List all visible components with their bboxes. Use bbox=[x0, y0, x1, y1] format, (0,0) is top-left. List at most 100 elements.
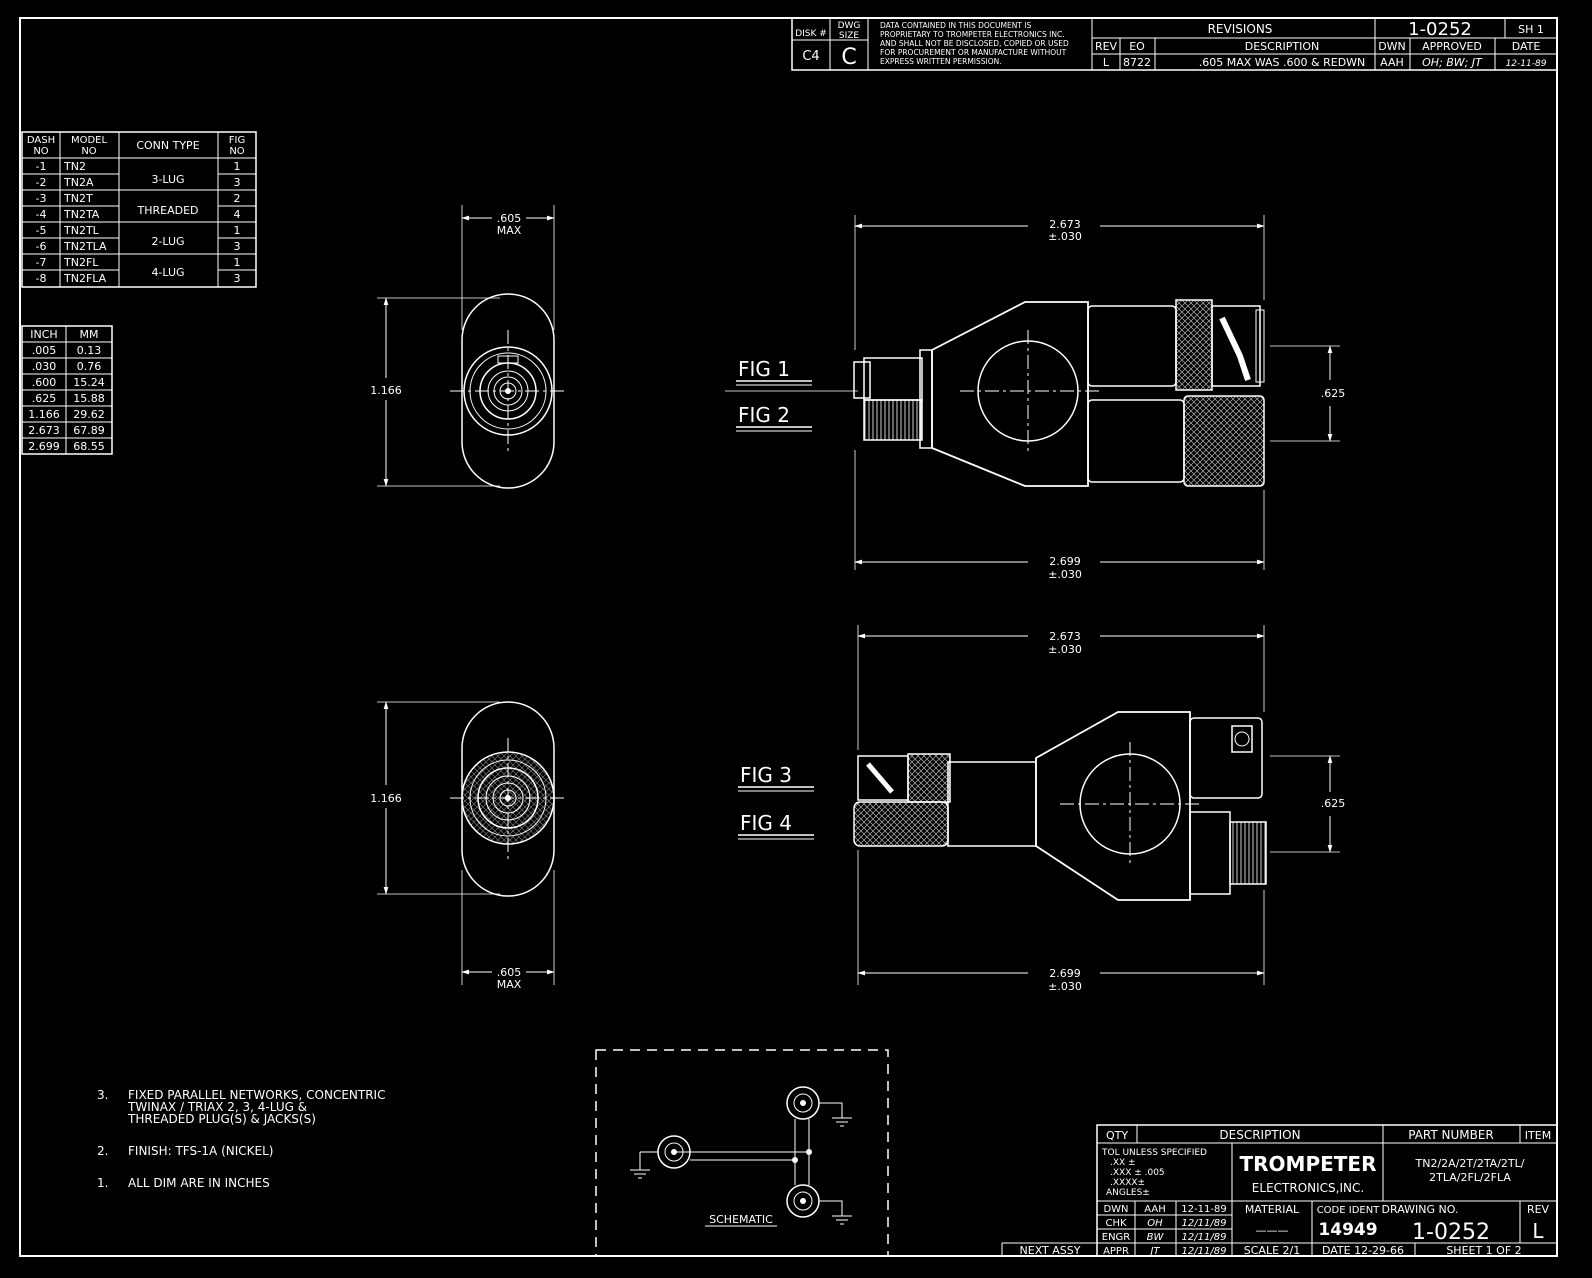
tol-line-2: .XX ± bbox=[1110, 1158, 1136, 1168]
tol-line-1: TOL UNLESS SPECIFIED bbox=[1101, 1148, 1207, 1158]
mm-cell: 15.24 bbox=[73, 376, 105, 389]
dash-cell-fig: 3 bbox=[234, 272, 241, 285]
approved-header: APPROVED bbox=[1422, 40, 1482, 53]
revisions-title: REVISIONS bbox=[1208, 22, 1273, 36]
tol-b-fig34: ±.030 bbox=[1048, 980, 1082, 993]
dwg-size-label-1: DWG bbox=[838, 21, 861, 31]
mm-cell: 15.88 bbox=[73, 392, 105, 405]
fig-4-label: FIG 4 bbox=[740, 811, 792, 835]
dash-cell-dash: -4 bbox=[36, 208, 47, 221]
dash-cell-fig: 2 bbox=[234, 192, 241, 205]
schematic-label: SCHEMATIC bbox=[709, 1213, 773, 1226]
dash-cell-dash: -2 bbox=[36, 176, 47, 189]
conn-type-header: CONN TYPE bbox=[136, 139, 199, 152]
fig-2-label: FIG 2 bbox=[738, 403, 790, 427]
mm-cell: 0.13 bbox=[77, 344, 102, 357]
rev-description: .605 MAX WAS .600 & REDWN bbox=[1199, 56, 1366, 69]
inch-cell: 2.673 bbox=[28, 424, 60, 437]
dash-cell-dash: -3 bbox=[36, 192, 47, 205]
length-b-fig34: 2.699 bbox=[1049, 967, 1081, 980]
dash-cell-model: TN2FL bbox=[63, 256, 99, 269]
company-name: TROMPETER bbox=[1240, 1152, 1377, 1176]
dash-cell-model: TN2FLA bbox=[63, 272, 107, 285]
inch-cell: .600 bbox=[32, 376, 57, 389]
description-header-tb: DESCRIPTION bbox=[1219, 1128, 1300, 1142]
title-block: QTY DESCRIPTION PART NUMBER ITEM TOL UNL… bbox=[1001, 1124, 1558, 1257]
height-dim-bottom: 1.166 bbox=[370, 792, 402, 805]
inch-cell: .005 bbox=[32, 344, 57, 357]
part-numbers-line-2: 2TLA/2FL/2FLA bbox=[1429, 1171, 1511, 1184]
dash-cell-fig: 4 bbox=[234, 208, 241, 221]
appr-label: APPR bbox=[1103, 1246, 1129, 1257]
engr-date: 12/11/89 bbox=[1182, 1232, 1227, 1243]
mm-cell: 68.55 bbox=[73, 440, 105, 453]
side-view-fig-1-2 bbox=[853, 299, 1265, 487]
note-1-line-1: ALL DIM ARE IN INCHES bbox=[128, 1176, 270, 1190]
dash-cell-model: TN2T bbox=[63, 192, 93, 205]
code-ident-value: 14949 bbox=[1318, 1220, 1377, 1240]
end-view-bottom bbox=[450, 701, 566, 897]
disk-value: C4 bbox=[802, 49, 819, 64]
fig-3-label: FIG 3 bbox=[740, 763, 792, 787]
drawing-border bbox=[19, 17, 1558, 1257]
length-a-fig34: 2.673 bbox=[1049, 630, 1081, 643]
rev-value-tb: L bbox=[1532, 1219, 1544, 1243]
appr-date: 12/11/89 bbox=[1182, 1246, 1227, 1257]
inch-header: INCH bbox=[30, 328, 57, 341]
end-view-top bbox=[450, 293, 566, 489]
fig-1-label: FIG 1 bbox=[738, 357, 790, 381]
rev-date: 12-11-89 bbox=[1506, 59, 1547, 69]
chk-date: 12/11/89 bbox=[1182, 1218, 1227, 1229]
part-numbers-line-1: TN2/2A/2T/2TA/2TL/ bbox=[1415, 1157, 1525, 1170]
conn-type-threaded: THREADED bbox=[137, 204, 199, 217]
note-3-line-2: TWINAX / TRIAX 2, 3, 4-LUG & bbox=[127, 1100, 307, 1114]
svg-text:DATA CONTAINED IN THIS DOCUMEN: DATA CONTAINED IN THIS DOCUMENT IS bbox=[880, 21, 1031, 30]
material-value: ——— bbox=[1256, 1224, 1289, 1237]
sheet-label: SH 1 bbox=[1518, 23, 1544, 36]
note-2-line-1: FINISH: TFS-1A (NICKEL) bbox=[128, 1144, 273, 1158]
dash-cell-fig: 3 bbox=[234, 240, 241, 253]
scale: SCALE 2/1 bbox=[1244, 1244, 1300, 1257]
figure-labels: FIG 1 FIG 2 FIG 3 FIG 4 bbox=[725, 357, 858, 840]
mm-cell: 29.62 bbox=[73, 408, 105, 421]
eo-header: EO bbox=[1129, 40, 1145, 53]
mm-cell: 67.89 bbox=[73, 424, 105, 437]
rev-value: L bbox=[1103, 56, 1110, 69]
tol-line-4: .XXXX± bbox=[1110, 1178, 1145, 1188]
svg-text:FOR PROCUREMENT OR MANUFACTURE: FOR PROCUREMENT OR MANUFACTURE WITHOUT bbox=[880, 48, 1067, 57]
end-view-bottom-dims: 1.166 .605 MAX bbox=[370, 701, 555, 991]
dash-cell-fig: 3 bbox=[234, 176, 241, 189]
schematic: SCHEMATIC bbox=[595, 1049, 889, 1257]
svg-text:EXPRESS WRITTEN PERMISSION.: EXPRESS WRITTEN PERMISSION. bbox=[880, 57, 1002, 66]
engr-by: BW bbox=[1147, 1232, 1165, 1243]
note-1-num: 1. bbox=[97, 1176, 108, 1190]
rev-header: REV bbox=[1095, 40, 1118, 53]
drawing-no: 1-0252 bbox=[1412, 1220, 1490, 1245]
height-dim-top: 1.166 bbox=[370, 384, 402, 397]
dwg-size-value: C bbox=[841, 45, 856, 70]
inch-cell: 1.166 bbox=[28, 408, 60, 421]
conn-type-3-lug: 3-LUG bbox=[151, 173, 184, 186]
tol-line-3: .XXX ± .005 bbox=[1110, 1168, 1165, 1178]
next-assy: NEXT ASSY bbox=[1020, 1244, 1081, 1257]
mm-header: MM bbox=[80, 328, 99, 341]
dwn-header: DWN bbox=[1378, 40, 1406, 53]
dash-cell-model: TN2 bbox=[63, 160, 86, 173]
side-view-fig-3-4-dims: 2.673 ±.030 2.699 ±.030 .625 bbox=[857, 625, 1345, 993]
inch-cell: .625 bbox=[32, 392, 57, 405]
dash-cell-dash: -8 bbox=[36, 272, 47, 285]
inch-cell: 2.699 bbox=[28, 440, 60, 453]
engr-label: ENGR bbox=[1102, 1232, 1131, 1243]
model-header-1: MODEL bbox=[71, 135, 108, 146]
inch-cell: .030 bbox=[32, 360, 57, 373]
sheet: SHEET 1 OF 2 bbox=[1446, 1244, 1521, 1257]
conn-type-4-lug: 4-LUG bbox=[151, 266, 184, 279]
header-block: DISK # C4 DWG SIZE C DATA CONTAINED IN T… bbox=[791, 17, 1558, 71]
company-name-2: ELECTRONICS,INC. bbox=[1252, 1181, 1364, 1195]
dash-cell-dash: -1 bbox=[36, 160, 47, 173]
notes: 3. FIXED PARALLEL NETWORKS, CONCENTRIC T… bbox=[97, 1088, 385, 1190]
dash-header-2: NO bbox=[33, 146, 48, 157]
dash-cell-dash: -6 bbox=[36, 240, 47, 253]
tol-b-fig12: ±.030 bbox=[1048, 568, 1082, 581]
